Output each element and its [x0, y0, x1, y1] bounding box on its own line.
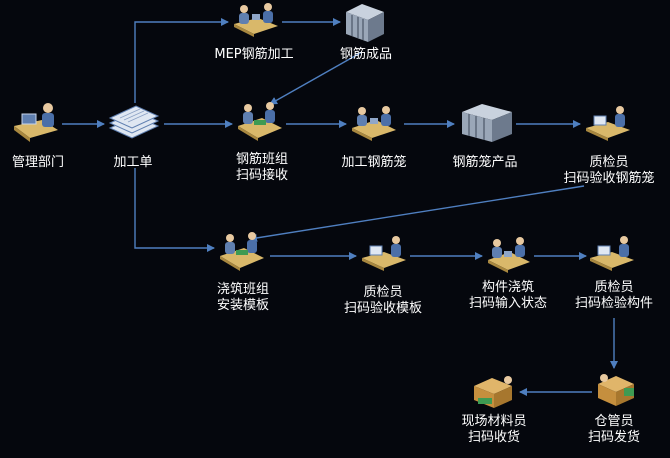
arrow-order-to-pour-team: [134, 168, 215, 252]
crate-icon: [462, 104, 512, 142]
inspector-desk-icon: [590, 236, 634, 271]
label-cage-product: 钢筋笼产品: [452, 155, 518, 170]
workers-desk-icon: [234, 3, 278, 37]
office-worker-icon: [14, 103, 58, 142]
label-mep-rebar-processing: MEP钢筋加工: [214, 47, 294, 62]
workers-desk-icon: [488, 237, 530, 273]
label-pour-team: 浇筑班组 安装模板: [216, 282, 270, 313]
inspector-desk-icon: [586, 106, 630, 141]
label-qc-member: 质检员 扫码检验构件: [574, 280, 654, 311]
label-qc-cage: 质检员 扫码验收钢筋笼: [563, 155, 655, 186]
label-management: 管理部门: [11, 155, 65, 170]
label-rebar-team: 钢筋班组 扫码接收: [235, 152, 289, 183]
label-qc-mold: 质检员 扫码验收模板: [343, 285, 423, 316]
document-stack-icon: [108, 105, 160, 139]
label-rebar-product: 钢筋成品: [339, 47, 393, 62]
workers-desk-icon: [220, 232, 264, 271]
workers-desk-icon: [352, 106, 396, 141]
workers-desk-icon: [238, 102, 282, 141]
label-cage-processing: 加工钢筋笼: [341, 155, 407, 170]
label-processing-order: 加工单: [113, 155, 153, 170]
label-site-material: 现场材料员 扫码收货: [461, 414, 527, 445]
arrow-qc-cage-to-pour-team: [249, 185, 585, 242]
arrow-order-to-mep: [134, 18, 229, 103]
cargo-box-icon: [598, 374, 634, 406]
label-warehouse-keeper: 仓管员 扫码发货: [587, 414, 641, 445]
cargo-box-icon: [474, 376, 512, 408]
arrow-rebar-product-to-team: [269, 51, 363, 105]
inspector-desk-icon: [362, 236, 406, 271]
label-pour-status: 构件浇筑 扫码输入状态: [468, 280, 548, 311]
crate-icon: [346, 4, 384, 42]
